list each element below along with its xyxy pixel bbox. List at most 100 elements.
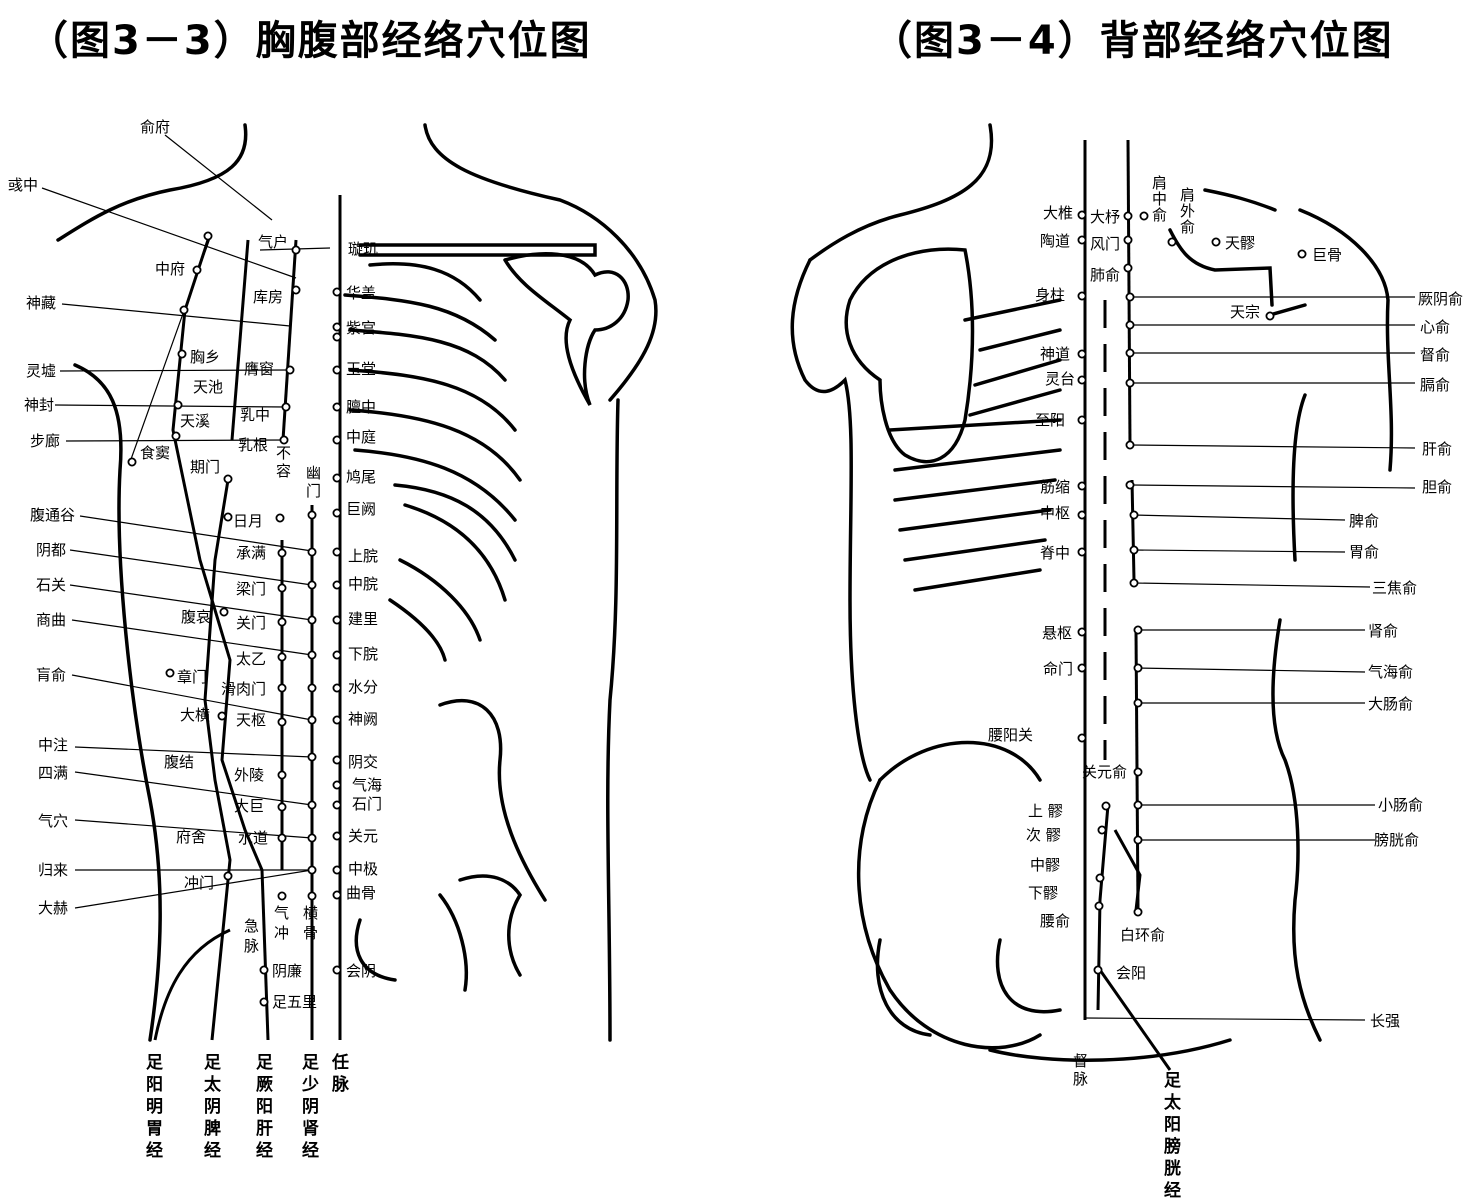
left-figure: 俞府彧中中府神藏胸乡灵墟天池神封天溪步廊食窦期门腹通谷日月阴都石关商曲腹哀肓俞章… <box>8 118 658 1161</box>
label-59169675: 外陵 <box>234 766 264 784</box>
label-59276a2a: 大横 <box>180 706 210 724</box>
label-80f84e61: 胸乡 <box>190 348 220 366</box>
acupoint-marker <box>1125 440 1135 450</box>
label-8db35c11963480be7ecf-char: 少 <box>301 1075 319 1095</box>
label-6c1451b2-char: 冲 <box>274 924 289 942</box>
label-4e0d5bb9-char: 不 <box>276 444 291 462</box>
acupoint-marker <box>192 265 202 275</box>
acupoint-marker <box>177 349 187 359</box>
label-51735143: 关元 <box>348 827 378 845</box>
acupoint-marker <box>1077 510 1087 520</box>
label-8179901a8c37: 腹通谷 <box>30 506 75 524</box>
label-8db3592a9633818080f17ecf-char: 膀 <box>1164 1136 1181 1157</box>
label-8db3592a9634813e7ecf-char: 阴 <box>204 1097 221 1117</box>
label-4efb8109-char: 任 <box>331 1052 349 1073</box>
acupoint-marker <box>1133 698 1143 708</box>
label-8db39633660e80c37ecf-char: 阳 <box>146 1075 163 1095</box>
acupoint-marker <box>1095 873 1105 883</box>
label-8db353a59633809d7ecf-char: 经 <box>256 1140 273 1161</box>
label-9e205c3e: 鸠尾 <box>346 468 376 486</box>
acupoint-marker <box>1133 907 1143 917</box>
label-98df7aa6: 食窦 <box>140 444 170 462</box>
acupoint-marker <box>1265 311 1275 321</box>
label-77f395e8: 石门 <box>352 795 382 813</box>
label-4f1a9633: 会阳 <box>1116 964 1146 982</box>
acupoint-marker <box>1077 547 1087 557</box>
label-80a959164fde-char: 外 <box>1180 202 1195 220</box>
chest-body-outline <box>56 123 658 1042</box>
label-60ac67a2: 悬枢 <box>1042 624 1072 642</box>
label-4e2d67a2: 中枢 <box>1040 504 1070 522</box>
acupoint-marker <box>307 547 317 557</box>
acupoint-marker <box>277 770 287 780</box>
acupoint-marker <box>332 755 342 765</box>
label-80ba4fde: 肺俞 <box>1090 266 1120 284</box>
left-acupoint-markers <box>127 231 342 1007</box>
label-8eab67f1: 身柱 <box>1035 286 1065 304</box>
acupoint-marker <box>203 231 213 241</box>
label-8db3592a9633818080f17ecf-char: 经 <box>1164 1180 1181 1200</box>
acupoint-marker <box>332 683 342 693</box>
label-8db3592a9634813e7ecf-char: 脾 <box>204 1118 221 1139</box>
acupoint-marker <box>307 650 317 660</box>
label-6c345206: 水分 <box>348 678 378 696</box>
label-8db39633660e80c37ecf-char: 明 <box>146 1097 163 1117</box>
label-77f35173: 石关 <box>36 576 66 594</box>
acupoint-marker <box>1077 349 1087 359</box>
acupoint-marker <box>332 965 342 975</box>
acupoint-marker <box>332 715 342 725</box>
label-60258109-char: 脉 <box>244 937 259 955</box>
label-767d73af4fde: 白环俞 <box>1120 926 1165 944</box>
acupoint-marker <box>332 508 342 518</box>
acupoint-marker <box>259 997 269 1007</box>
label-810a4e2d: 脊中 <box>1040 544 1070 562</box>
acupoint-marker <box>1297 249 1307 259</box>
label-957f5f3a: 长强 <box>1370 1012 1400 1030</box>
acupoint-marker <box>223 512 233 522</box>
label-60258109-char: 急 <box>244 917 259 935</box>
acupoint-marker <box>277 891 287 901</box>
acupoint-marker <box>1077 627 1087 637</box>
label-5de89619: 巨阙 <box>346 500 376 518</box>
label-51b295e8: 冲门 <box>184 874 214 892</box>
label-56db6ee1: 四满 <box>38 764 68 782</box>
label-8db35c11963480be7ecf-char: 阴 <box>302 1097 319 1117</box>
label-80a94e2d4fde-char: 肩 <box>1152 174 1167 192</box>
label-81704fde: 腰俞 <box>1040 912 1070 930</box>
label-8db35c11963480be7ecf-char: 经 <box>302 1140 319 1161</box>
label-547d95e8: 命门 <box>1043 660 1073 678</box>
label-7ae095e8: 章门 <box>177 668 207 686</box>
label-707553f0: 灵台 <box>1045 370 1075 388</box>
label-8db34e9491cc: 足五里 <box>272 993 317 1011</box>
acupoint-marker <box>1123 211 1133 221</box>
acupoint-marker <box>1093 965 1103 975</box>
label-8db353a59633809d7ecf-char: 肝 <box>256 1119 273 1139</box>
label-4e0d5bb9-char: 容 <box>276 462 291 480</box>
label-96344ea4: 阴交 <box>348 753 378 771</box>
acupoint-marker <box>1129 545 1139 555</box>
label-8db3592a9633818080f17ecf-char: 足 <box>1164 1071 1181 1091</box>
acupoint-marker <box>307 800 317 810</box>
acupoint-marker <box>307 615 317 625</box>
acupoint-marker <box>223 474 233 484</box>
acupoint-marker <box>1123 263 1133 273</box>
acupoint-marker <box>277 617 287 627</box>
acupoint-marker <box>332 800 342 810</box>
label-517351434fde: 关元俞 <box>1082 763 1127 781</box>
label-517395e8: 关门 <box>236 614 266 632</box>
acupoint-marker <box>1129 510 1139 520</box>
label-8db3592a9633818080f17ecf-char: 阳 <box>1164 1115 1181 1135</box>
label-4e0b8118: 下脘 <box>348 645 378 663</box>
label-8db3592a9634813e7ecf-char: 经 <box>204 1140 221 1161</box>
label-81ba7a97: 膺窗 <box>244 360 274 378</box>
acupoint-marker <box>1123 235 1133 245</box>
label-6c146237: 气户 <box>258 233 288 251</box>
acupoint-marker <box>332 831 342 841</box>
acupoint-marker <box>281 402 291 412</box>
label-592967a2: 天枢 <box>236 711 266 729</box>
label-4f1a9634: 会阴 <box>346 962 376 980</box>
acupoint-marker <box>285 365 295 375</box>
label-5e9c820d: 府舍 <box>176 828 206 846</box>
acupoint-marker <box>307 715 317 725</box>
label-4e2d5e9c: 中府 <box>155 260 185 278</box>
